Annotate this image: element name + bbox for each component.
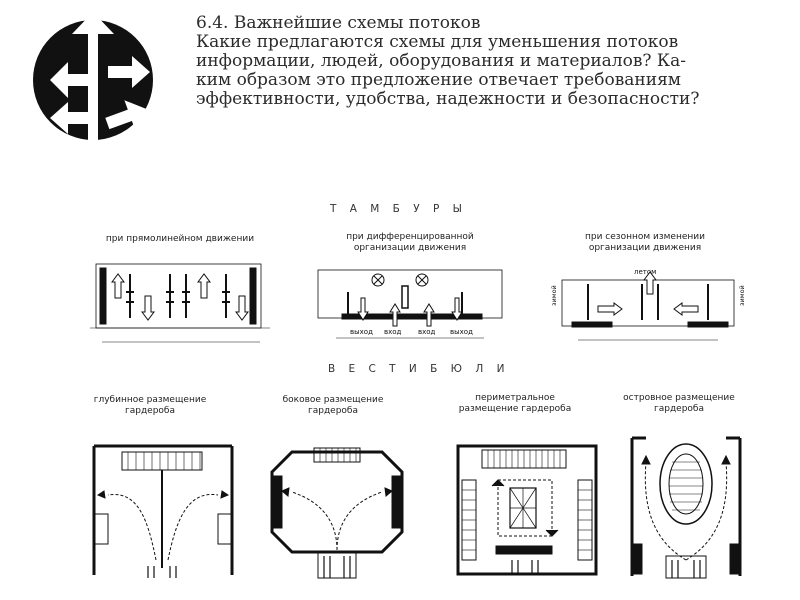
section-heading: 6.4. Важнейшие схемы потоков Какие предл… xyxy=(196,14,716,109)
tambur2-label-entry-1: вход xyxy=(384,328,402,336)
vestibule-caption-deep: глубинное размещение гардероба xyxy=(93,395,207,416)
vestibuli-title: В Е С Т И Б Ю Л И xyxy=(328,363,510,375)
tambur-caption-seasonal: при сезонном изменении организации движе… xyxy=(585,232,705,253)
tambur-caption-differentiated: при дифференцированной организации движе… xyxy=(346,232,474,253)
tambur3-label-winter-right: зимой xyxy=(738,285,746,306)
tambur3-label-winter-left: зимой xyxy=(550,285,558,306)
vestibule-island-diagram xyxy=(626,432,746,586)
vestibule-side-diagram xyxy=(262,432,412,586)
vestibule-perimeter-diagram xyxy=(452,440,602,584)
heading-question-line-4: эффективности, удобства, надежности и бе… xyxy=(196,89,700,109)
tambur-seasonal-diagram: летом зимой зимой xyxy=(548,262,748,356)
heading-question-line-2: информации, людей, оборудования и матери… xyxy=(196,51,686,71)
tambur-straight-diagram xyxy=(90,262,270,356)
vestibule-caption-island: островное размещение гардероба xyxy=(623,393,735,414)
tambur3-label-summer: летом xyxy=(634,268,656,276)
tambur-differentiated-diagram: выход вход вход выход xyxy=(312,262,512,356)
heading-question-line-1: Какие предлагаются схемы для уменьшения … xyxy=(196,32,679,52)
flow-arrows-logo xyxy=(28,12,158,144)
vestibule-deep-diagram xyxy=(88,440,238,584)
tambur2-label-exit-2: выход xyxy=(450,328,473,336)
heading-question-line-3: ким образом это предложение отвечает тре… xyxy=(196,70,682,90)
vestibule-caption-perimeter: периметральное размещение гардероба xyxy=(458,393,572,414)
tambur2-label-exit-1: выход xyxy=(350,328,373,336)
tambury-title: Т А М Б У Р Ы xyxy=(330,203,467,215)
tambur2-label-entry-2: вход xyxy=(418,328,436,336)
heading-title: 6.4. Важнейшие схемы потоков xyxy=(196,13,481,33)
tambur-caption-straight: при прямолинейном движении xyxy=(105,234,255,244)
vestibule-caption-side: боковое размещение гардероба xyxy=(282,395,384,416)
